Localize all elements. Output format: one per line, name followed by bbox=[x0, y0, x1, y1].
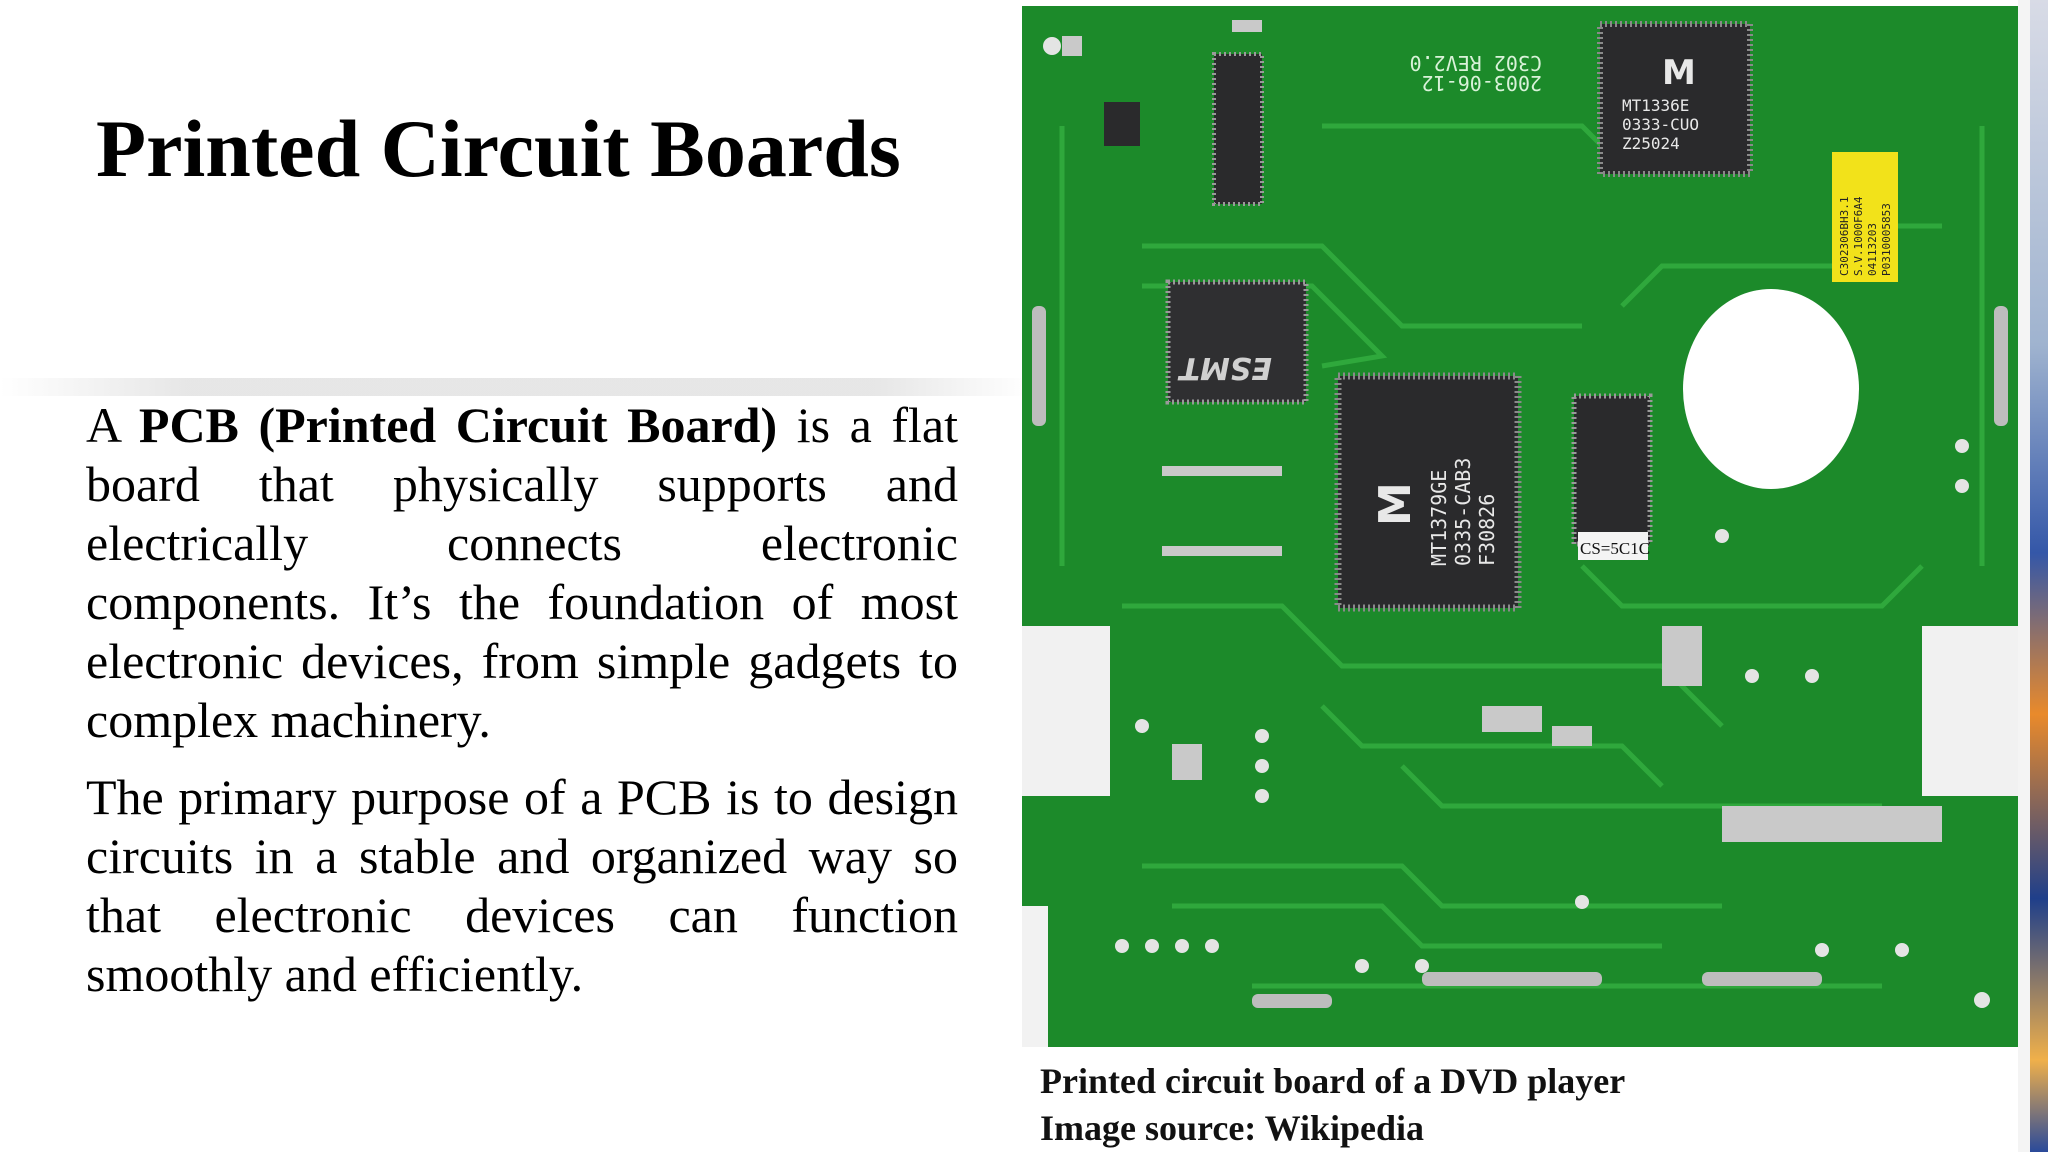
right-edge-gap bbox=[2018, 0, 2030, 1152]
board-marking-date: 2003-06-12 bbox=[1422, 71, 1542, 95]
board-edge-label bbox=[1022, 906, 1048, 1047]
paragraph-definition: A PCB (Printed Circuit Board) is a flat … bbox=[86, 396, 958, 750]
chip-top: M MT1336E 0333-CUO Z25024 bbox=[1597, 21, 1753, 177]
chip-main-line-3: F30826 bbox=[1475, 494, 1499, 566]
paragraph-definition-rest: is a flat board that physically supports… bbox=[86, 397, 958, 748]
sticker-line-3: 04113203 bbox=[1866, 223, 1879, 276]
sticker-line-1: C302306BH3.1 bbox=[1838, 197, 1851, 276]
chip-top-left-ic bbox=[1212, 52, 1264, 206]
board-marking-rev: C302 REV2.0 bbox=[1410, 51, 1542, 75]
sticker-line-4: P0310005853 bbox=[1880, 203, 1893, 276]
caption-source: Image source: Wikipedia bbox=[1040, 1108, 1425, 1148]
body-text: A PCB (Printed Circuit Board) is a flat … bbox=[86, 396, 958, 1022]
mounting-hole bbox=[1683, 289, 1859, 489]
chip-small: CS=5C1C bbox=[1571, 393, 1653, 560]
slide-title: Printed Circuit Boards bbox=[96, 103, 901, 194]
smd-components bbox=[1062, 20, 1942, 842]
chip-main-line-1: MT1379GE bbox=[1427, 470, 1451, 566]
chip-memory-brand: ESMT bbox=[1177, 350, 1272, 385]
pcb-term: PCB (Printed Circuit Board) bbox=[138, 397, 778, 453]
chip-top-brand: M bbox=[1662, 53, 1696, 93]
pcb-photo: C302 REV2.0 2003-06-12 M MT1336E 0333-CU… bbox=[1022, 6, 2018, 1047]
chip-top-line-2: 0333-CUO bbox=[1622, 115, 1699, 134]
test-points bbox=[1043, 37, 1990, 1008]
image-caption: Printed circuit board of a DVD player Im… bbox=[1040, 1058, 1625, 1152]
chip-main: M MT1379GE 0335-CAB3 F30826 bbox=[1334, 372, 1522, 612]
connector-pads bbox=[1032, 306, 2008, 1008]
title-divider-shadow bbox=[0, 378, 1030, 396]
background-image-edge bbox=[2030, 0, 2048, 1152]
chip-main-brand: M bbox=[1370, 482, 1421, 526]
sticker-line-2: S.V.1000F6A4 bbox=[1852, 196, 1865, 276]
paragraph-definition-lead: A bbox=[86, 397, 139, 453]
caption-title: Printed circuit board of a DVD player bbox=[1040, 1061, 1626, 1101]
chip-memory: ESMT bbox=[1165, 279, 1309, 405]
pcb-illustration: C302 REV2.0 2003-06-12 M MT1336E 0333-CU… bbox=[1022, 6, 2018, 1047]
chip-main-line-2: 0335-CAB3 bbox=[1451, 458, 1475, 566]
paragraph-purpose: The primary purpose of a PCB is to desig… bbox=[86, 769, 958, 1002]
board-notch-left bbox=[1022, 626, 1110, 796]
chip-top-line-3: Z25024 bbox=[1622, 134, 1680, 153]
chip-small-label: CS=5C1C bbox=[1580, 539, 1650, 558]
serial-sticker: C302306BH3.1 S.V.1000F6A4 04113203 P0310… bbox=[1832, 152, 1898, 282]
board-notch-right bbox=[1922, 626, 2018, 796]
chip-small-top-left bbox=[1104, 102, 1140, 146]
chip-top-line-1: MT1336E bbox=[1622, 96, 1689, 115]
